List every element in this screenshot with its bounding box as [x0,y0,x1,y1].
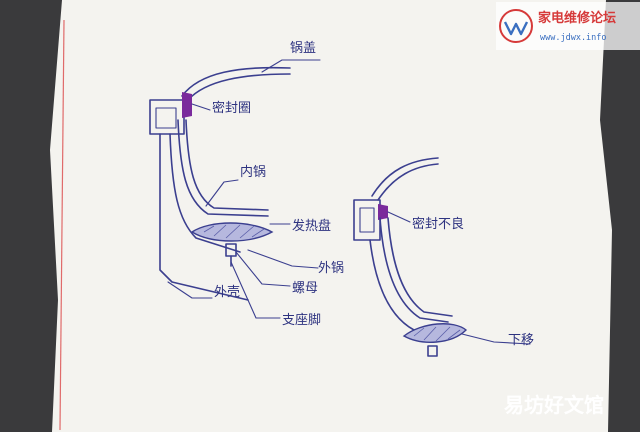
label-lid: 锅盖 [290,40,316,56]
paper-margin-line [59,19,65,431]
nut-right-shape [427,345,438,357]
inner-wall-right-a [379,217,449,323]
label-poor-seal: 密封不良 [412,216,464,232]
watermark-url: www.jdwx.info [540,33,607,43]
label-heating-plate: 发热盘 [292,218,331,234]
label-moved-down: 下移 [508,333,534,348]
lid-inner-outline [187,73,291,101]
leader-poor-seal [387,211,411,223]
leader-nut [235,251,291,287]
inner-wall-right-b [387,217,453,317]
outer-pot-wall [169,133,241,253]
lid-outline-right [371,157,439,197]
leader-lid [261,59,321,73]
watermark-logo-ring [499,9,533,43]
label-inner-pot: 内锅 [240,164,266,180]
watermark-bottom: 易坊好文馆 [504,393,604,417]
faulty-cooker-sketch [353,157,531,357]
outer-shell-wall [159,133,249,301]
heating-plate-hatch [203,224,265,239]
watermark-top: 家电维修论坛 www.jdwx.info [496,2,640,50]
rim-inner-box-right [359,207,375,233]
outer-wall-right [369,239,441,337]
watermark-logo-icon [503,21,529,36]
paper-sheet [50,0,612,432]
inner-pot-wall-a [177,119,269,217]
label-outer-shell: 外壳 [214,285,240,300]
label-outer-pot: 外锅 [318,260,344,276]
inner-pot-wall-b [185,119,269,211]
heating-plate-right-hatch [413,326,461,342]
watermark-brand: 家电维修论坛 [538,10,616,26]
leader-outer-shell [167,281,213,299]
rim-inner-box [155,107,177,129]
leader-seal [191,103,211,111]
label-support-foot: 支座脚 [282,312,321,328]
seal-ring-mark [182,92,192,118]
lid-outline [181,66,291,97]
label-nut: 螺母 [292,281,318,296]
lid-inner-outline-right [377,163,439,201]
leader-support-foot [230,261,281,319]
leader-moved-down [461,333,531,345]
normal-cooker-sketch [149,59,321,319]
seal-ring-mark-right [378,204,388,220]
label-seal-ring: 密封圈 [212,100,251,116]
leader-inner-pot [205,179,239,207]
leader-outer-pot [247,249,319,269]
